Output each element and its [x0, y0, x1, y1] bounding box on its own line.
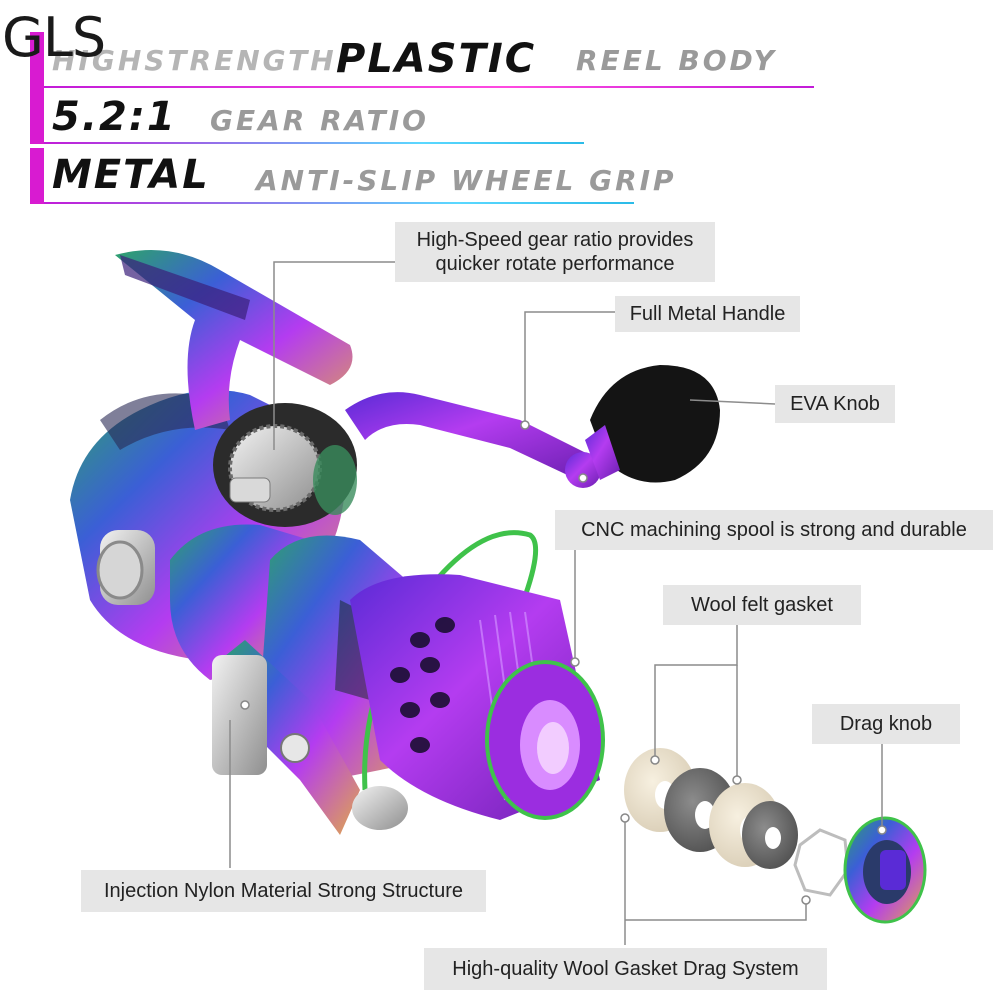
accent-bar	[30, 88, 44, 144]
underline	[44, 202, 634, 204]
underline	[44, 86, 814, 88]
accent-bar	[30, 32, 44, 88]
underline	[44, 142, 584, 144]
metal-washer-2	[742, 801, 798, 869]
callout-text: Drag knob	[839, 713, 933, 735]
eva-knob	[585, 365, 720, 483]
callout-text: CNC machining spool is strong and durabl…	[581, 519, 967, 541]
drag-knob	[843, 816, 927, 924]
callout-text: Wool felt gasket	[691, 594, 833, 616]
leader-dots	[240, 420, 887, 905]
feature-row-body: HIGHSTRENGTH PLASTIC REEL BODY	[30, 32, 814, 88]
feature-strong-text: 5.2:1	[52, 94, 177, 140]
callout-gear-ratio: High-Speed gear ratio provides quicker r…	[395, 222, 715, 282]
feature-soft-text: ANTI-SLIP WHEEL GRIP	[256, 164, 677, 197]
bail-arm	[212, 640, 408, 835]
gear-mechanism	[213, 403, 357, 527]
callout-felt: Wool felt gasket	[663, 585, 861, 625]
reel-foot	[115, 250, 353, 430]
callout-text: EVA Knob	[790, 393, 880, 415]
brand-logo-text: GLS	[2, 6, 106, 69]
callout-spool: CNC machining spool is strong and durabl…	[555, 510, 993, 550]
feature-soft-text: HIGHSTRENGTH	[52, 44, 337, 77]
feature-row-grip: METAL ANTI-SLIP WHEEL GRIP	[30, 148, 674, 204]
feature-soft-text: REEL BODY	[576, 44, 777, 77]
feature-strong-text: METAL	[52, 152, 210, 198]
callout-text: High-quality Wool Gasket Drag System	[452, 958, 799, 980]
spring-clip	[793, 828, 850, 897]
feature-strong-text: PLASTIC	[336, 36, 537, 82]
callout-text: Injection Nylon Material Strong Structur…	[103, 880, 464, 902]
callout-nylon: Injection Nylon Material Strong Structur…	[81, 870, 486, 912]
spool	[350, 574, 605, 820]
leader-lines	[229, 261, 883, 945]
callout-text: Full Metal Handle	[629, 303, 786, 325]
accent-bar	[30, 148, 44, 204]
callout-drag-system: High-quality Wool Gasket Drag System	[424, 948, 827, 990]
callout-knob: EVA Knob	[775, 385, 895, 423]
callout-text: High-Speed gear ratio provides	[416, 229, 694, 251]
callout-handle: Full Metal Handle	[615, 296, 800, 332]
feature-soft-text: GEAR RATIO	[210, 104, 429, 137]
callout-drag-knob: Drag knob	[812, 704, 960, 744]
handle-arm	[345, 392, 601, 488]
side-cap	[96, 530, 155, 605]
callout-text: quicker rotate performance	[435, 253, 675, 275]
feature-row-gear: 5.2:1 GEAR RATIO	[30, 88, 590, 144]
